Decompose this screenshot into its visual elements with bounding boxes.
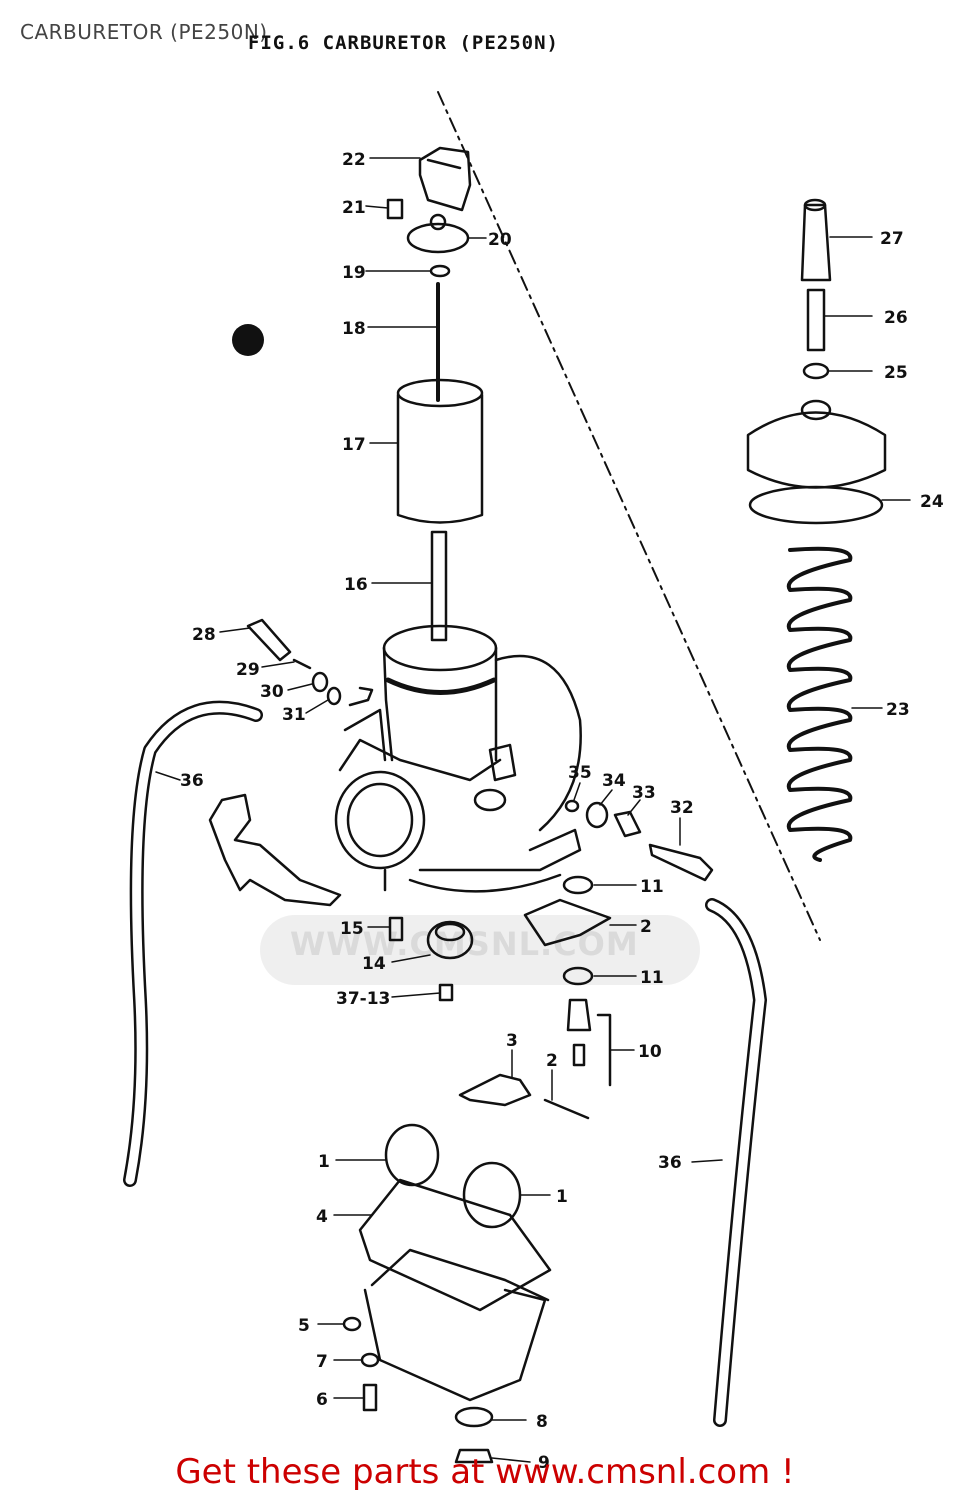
callout-37-13: 37-13 [336, 989, 390, 1009]
part-19-clip [429, 264, 451, 278]
ink-smudge [232, 324, 264, 356]
callout-3: 3 [506, 1031, 518, 1051]
part-10-needle-valve [566, 998, 592, 1032]
callout-2-plate: 2 [640, 917, 652, 937]
part-28-screw [246, 618, 292, 662]
part-2-pin [543, 1098, 590, 1120]
part-8-gasket [454, 1406, 494, 1428]
callout-7: 7 [316, 1352, 328, 1372]
callout-5: 5 [298, 1316, 310, 1336]
callout-19: 19 [342, 263, 366, 283]
callout-36-left: 36 [180, 771, 204, 791]
part-27-adjuster [800, 203, 832, 282]
leader-lines [155, 157, 911, 1463]
callout-22: 22 [342, 150, 366, 170]
callout-26: 26 [884, 308, 908, 328]
part-4-gasket [358, 1178, 552, 1312]
part-14-float-bowl-cap [426, 920, 474, 960]
callout-29: 29 [236, 660, 260, 680]
part-22-cap [418, 146, 472, 212]
callout-16: 16 [344, 575, 368, 595]
bracket [208, 793, 342, 907]
assembly-guide-line [437, 91, 821, 941]
callout-14: 14 [362, 954, 386, 974]
callout-11-lower: 11 [640, 968, 664, 988]
part-25-nut [802, 362, 830, 380]
callout-30: 30 [260, 682, 284, 702]
callout-18: 18 [342, 319, 366, 339]
part-37-13-jet [438, 983, 454, 1002]
carburetor-body [334, 624, 582, 893]
part-21-screw [386, 198, 404, 220]
part-30-washer [311, 671, 329, 693]
figure-title: FIG.6 CARBURETOR (PE250N) [248, 32, 559, 54]
part-6-screw [362, 1383, 378, 1412]
callout-28: 28 [192, 625, 216, 645]
part-35-o-ring [564, 799, 580, 813]
part-1-float-left [384, 1123, 440, 1187]
callout-6: 6 [316, 1390, 328, 1410]
part-11-washer-lower [562, 966, 594, 986]
callout-33: 33 [632, 783, 656, 803]
callout-25: 25 [884, 363, 908, 383]
callout-9: 9 [538, 1453, 550, 1473]
part-7-screw [360, 1352, 380, 1368]
part-34-washer [585, 801, 609, 829]
part-24-cap [746, 411, 887, 489]
watermark-badge [260, 915, 700, 985]
part-29-spring [292, 658, 312, 670]
callout-31: 31 [282, 705, 306, 725]
part-33-spring [613, 810, 642, 838]
part-5-screw [342, 1316, 362, 1332]
callout-21: 21 [342, 198, 366, 218]
part-26-bolt [806, 288, 826, 352]
callout-35: 35 [568, 763, 592, 783]
callout-20: 20 [488, 230, 512, 250]
part-2-plate [523, 898, 612, 947]
part-11-washer-upper [562, 875, 594, 895]
callout-36-right: 36 [658, 1153, 682, 1173]
part-15-jet [388, 916, 404, 942]
callout-27: 27 [880, 229, 904, 249]
callout-23: 23 [886, 700, 910, 720]
part-17-throttle-slide [396, 393, 484, 524]
callout-2-pin: 2 [546, 1051, 558, 1071]
callout-8: 8 [536, 1412, 548, 1432]
callout-10: 10 [638, 1042, 662, 1062]
part-16-needle-jet [430, 530, 448, 642]
callout-1-right: 1 [556, 1187, 568, 1207]
callout-24: 24 [920, 492, 944, 512]
float-bowl [363, 1288, 547, 1402]
callout-17: 17 [342, 435, 366, 455]
part-32-screw [648, 843, 714, 882]
callout-1-left: 1 [318, 1152, 330, 1172]
part-23-spring [786, 546, 853, 862]
part-9-drain-plug [454, 1448, 494, 1464]
part-31-ring [326, 686, 342, 706]
page-title: CARBURETOR (PE250N) [20, 20, 268, 44]
footer-link-text[interactable]: Get these parts at www.cmsnl.com ! [175, 1452, 795, 1492]
callout-labels: 22 21 20 19 18 17 16 28 29 30 31 36 35 3… [180, 150, 944, 1473]
callout-32: 32 [670, 798, 694, 818]
callout-11-upper: 11 [640, 877, 664, 897]
callout-4: 4 [316, 1207, 328, 1227]
part-3-float-arm [458, 1073, 532, 1107]
callout-15: 15 [340, 919, 364, 939]
callout-34: 34 [602, 771, 626, 791]
